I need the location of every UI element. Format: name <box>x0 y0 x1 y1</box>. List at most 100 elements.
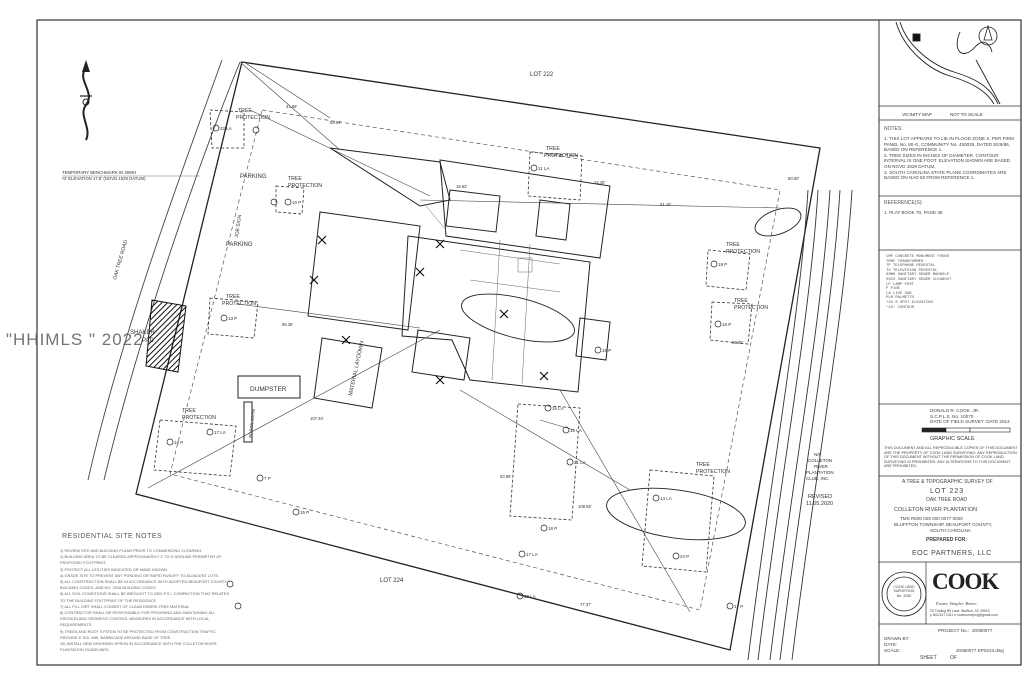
site-note-item: 9) TREES AND ROOT SYSTEM TO BE PROTECTED… <box>60 628 218 640</box>
not-to-scale-label: NOT TO SCALE <box>950 112 983 117</box>
east-parcel-label: N/F COLLETON RIVER PLANTATION CLUB, INC. <box>806 452 834 481</box>
east-road-lines <box>747 189 853 661</box>
north-arrow-vicinity-icon <box>978 24 998 46</box>
svg-text:10 LA: 10 LA <box>524 594 536 599</box>
parking-label-2: PARKING <box>226 242 253 248</box>
site-note-item: 1) REVIEW SITE AND BUILDING PLANS PRIOR … <box>60 548 203 553</box>
notes-heading: NOTES: <box>884 126 903 132</box>
setback-line <box>169 109 781 611</box>
svg-text:95.36': 95.36' <box>282 322 293 327</box>
drainage-ellipse-3 <box>606 487 746 541</box>
svg-text:17 LA: 17 LA <box>526 552 538 557</box>
project-no: 20080077 <box>972 628 993 633</box>
title-note-item: 1. THIS LOT APPEARS TO LIE IN FLOOD ZONE… <box>884 136 1014 153</box>
date-label: DATE: <box>884 642 898 647</box>
svg-text:RIVER: RIVER <box>814 464 829 469</box>
state: SOUTH CAROLINA <box>930 528 971 533</box>
site-note-item: 5) ALL CONSTRUCTION SHALL BE IN ACCORDAN… <box>60 579 227 591</box>
mls-watermark: "HHIMLS " 2022 <box>6 330 144 349</box>
svg-text:TEMPORARY BENCHMARK IN 30WH: TEMPORARY BENCHMARK IN 30WH <box>62 170 136 175</box>
svg-text:7 P: 7 P <box>264 476 271 481</box>
svg-text:CLUB, INC.: CLUB, INC. <box>806 476 830 481</box>
material-laydown-box <box>313 337 383 409</box>
benchmark-label: TEMPORARY BENCHMARK IN 30WH AT ELEVATION… <box>62 170 200 181</box>
legend-item: P PINE <box>886 287 901 292</box>
svg-text:107.34': 107.34' <box>310 416 324 421</box>
tree-remove-marks <box>309 235 549 385</box>
svg-text:N/F: N/F <box>814 452 822 457</box>
legend-item: PLM PALMETTO <box>886 296 915 301</box>
shaker-pad <box>145 299 187 373</box>
cook-address: 23 Trading Bit Lane, Bluffton, SC 29910 … <box>930 609 998 618</box>
svg-text:21 LA: 21 LA <box>574 460 586 465</box>
legend-item: TRNF TRANSFORMER <box>886 259 924 264</box>
svg-text:16 LA: 16 LA <box>552 406 564 411</box>
svg-text:PROTECTION: PROTECTION <box>288 183 322 189</box>
svg-text:TREE: TREE <box>238 108 252 114</box>
legend-item: LP LAMP POST <box>886 282 915 287</box>
references-heading: REFERENCE(S): <box>884 200 923 206</box>
tms-number: TMS R600 025 000 0077 0000 <box>900 516 963 521</box>
house-footprint <box>307 147 611 393</box>
lot-north-label: LOT 222 <box>530 72 554 78</box>
legend-item: TV TELEVISION PEDESTAL <box>886 268 938 273</box>
svg-text:PROTECTION: PROTECTION <box>734 305 768 311</box>
material-laydown-label: MATERIAL LAYDOWN <box>348 341 365 397</box>
prepared-for-label: PREPARED FOR: <box>926 537 968 543</box>
svg-text:TREE: TREE <box>226 294 240 300</box>
svg-text:13 P: 13 P <box>228 316 237 321</box>
leader-lines <box>147 61 781 613</box>
survey-title: A TREE & TOPOGRAPHIC SURVEY OF <box>902 479 993 485</box>
svg-text:11 LA: 11 LA <box>538 166 549 171</box>
svg-text:77.37': 77.37' <box>580 602 591 607</box>
svg-text:14 LA: 14 LA <box>660 496 672 501</box>
legend-item: LA LIVE OAK <box>886 291 912 296</box>
drainage-ellipse-1 <box>461 293 575 343</box>
site-note-item: 4) GRADE SITE TO PREVENT ANY PONDING OR … <box>60 572 220 578</box>
plantation-name: COLLETON RIVER PLANTATION <box>894 507 978 513</box>
site-note-item: 2) BUILDING AREA TO BE CLEARED APPROXIMA… <box>60 554 222 566</box>
lot-number: LOT 223 <box>930 488 965 495</box>
oak-tree-road <box>87 59 241 481</box>
cook-tagline: Faster. Simpler. Better. <box>936 601 977 606</box>
title-block-rules <box>879 105 1021 625</box>
title-note-item: 2. TREE SIZES IN INCHES OF DIAMETER. CON… <box>884 152 1011 169</box>
scale-label: SCALE: <box>884 648 901 653</box>
porta-john-label: PORTA-JOHN <box>248 409 256 438</box>
client-name: EOC PARTNERS, LLC <box>912 550 992 557</box>
sheet-of-label: OF <box>950 655 957 661</box>
svg-text:61.18': 61.18' <box>660 202 671 207</box>
title-notes: 1. THIS LOT APPEARS TO LIE IN FLOOD ZONE… <box>884 136 1016 181</box>
svg-text:18 P: 18 P <box>718 262 727 267</box>
svg-text:TREE: TREE <box>182 408 196 414</box>
project-no-label: PROJECT No.: <box>938 628 970 633</box>
svg-text:PROTECTION: PROTECTION <box>696 469 730 475</box>
revised-label: REVISED 11.05.2020 <box>806 494 833 507</box>
legend-item: +10.0 SPOT ELEVATION <box>886 300 933 305</box>
porta-john-box <box>243 401 253 443</box>
svg-text:PROTECTION: PROTECTION <box>222 301 256 307</box>
svg-text:16 P: 16 P <box>602 348 611 353</box>
svg-text:TREE: TREE <box>696 462 710 468</box>
svg-text:PLANTATION: PLANTATION <box>806 470 834 475</box>
svg-text:18 P: 18 P <box>548 526 557 531</box>
svg-text:11.05.2020: 11.05.2020 <box>806 501 833 507</box>
property-boundary <box>135 61 821 651</box>
site-note-item: 3) PROTECT ALL UTILITIES INDICATED OR MA… <box>60 566 169 572</box>
svg-text:PROTECTION: PROTECTION <box>236 115 270 121</box>
dimension-labels: 41.58'59.94' 16.62'61.18' 50.00'95.36' 1… <box>282 104 799 607</box>
site-notes-title: RESIDENTIAL SITE NOTES <box>62 533 163 540</box>
site-notes-list: 1) REVIEW SITE AND BUILDING PLANS PRIOR … <box>60 548 230 653</box>
legend: CMF CONCRETE MONUMENT FOUND TRNF TRANSFO… <box>886 255 1018 310</box>
svg-text:17 LA: 17 LA <box>214 430 226 435</box>
svg-text:15 LA: 15 LA <box>570 428 582 433</box>
job-sign-label: JOB SIGN <box>234 214 243 238</box>
legend-item: TP TELEPHONE PEDESTAL <box>886 264 936 269</box>
graphic-scale-label: GRAPHIC SCALE <box>930 436 975 442</box>
legend-item: SSCO SANITARY SEWER CLEANOUT <box>886 277 952 282</box>
drawn-by-label: DRAWN BY: <box>884 636 910 641</box>
svg-text:TREE: TREE <box>734 298 748 304</box>
svg-text:41.58': 41.58' <box>286 104 297 109</box>
